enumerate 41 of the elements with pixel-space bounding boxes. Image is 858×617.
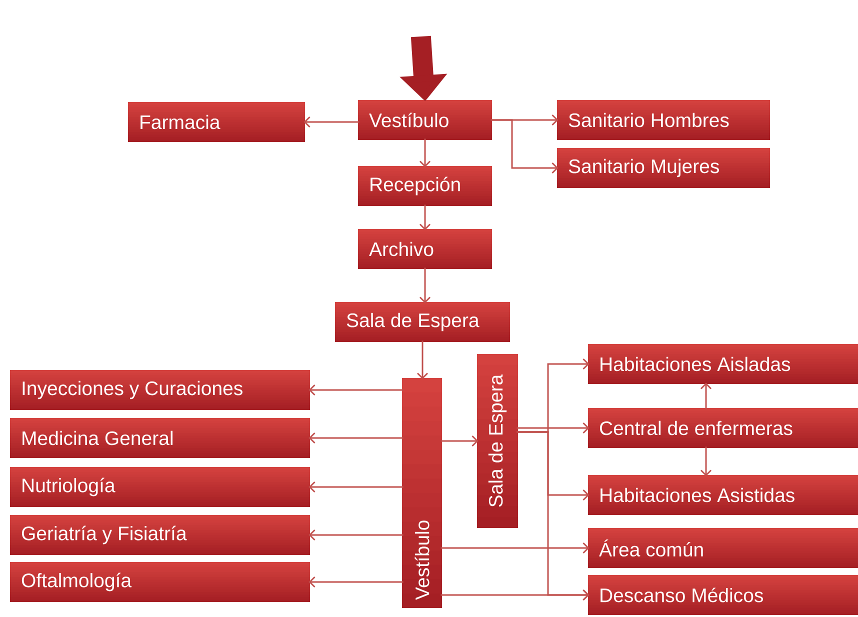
room-box: Sala de Espera xyxy=(477,354,518,528)
room-box: Habitaciones Aisladas xyxy=(588,344,858,384)
node-label: Central de enfermeras xyxy=(600,420,792,436)
room-box: Área común xyxy=(588,528,858,568)
arrow xyxy=(304,116,360,128)
room-box: Descanso Médicos xyxy=(588,575,858,615)
room-box: Vestíbulo xyxy=(402,378,442,608)
arrow xyxy=(419,138,431,168)
arrow xyxy=(416,340,428,380)
room-box: Archivo xyxy=(358,229,492,269)
arrow xyxy=(440,589,590,601)
arrow xyxy=(308,529,404,541)
arrow xyxy=(516,422,590,434)
room-box: Central de enfermeras xyxy=(588,408,858,448)
room-box: Geriatría y Fisiatría xyxy=(10,515,310,555)
node-label: Sanitario Hombres xyxy=(568,112,729,128)
arrow xyxy=(440,435,478,447)
arrow xyxy=(419,204,431,230)
room-box: Farmacia xyxy=(128,102,305,142)
room-box: Inyecciones y Curaciones xyxy=(10,370,310,410)
arrow xyxy=(308,576,404,588)
room-box: Nutriología xyxy=(10,467,310,507)
room-box: Recepción xyxy=(358,166,492,206)
node-label: Sanitario Mujeres xyxy=(568,158,719,178)
room-box: Vestíbulo xyxy=(358,100,492,140)
room-box: Sanitario Mujeres xyxy=(557,148,770,188)
node-label: Sala de Espera xyxy=(488,374,507,507)
arrow xyxy=(700,446,712,476)
arrow xyxy=(700,382,712,410)
room-box: Sanitario Hombres xyxy=(557,100,770,140)
node-label: Área común xyxy=(599,539,703,557)
arrow xyxy=(419,268,431,304)
arrow xyxy=(490,119,558,174)
arrow xyxy=(308,432,404,444)
arrow xyxy=(440,542,590,554)
room-box: Habitaciones Asistidas xyxy=(588,475,858,515)
room-box: Sala de Espera xyxy=(335,302,510,342)
room-box: Oftalmología xyxy=(10,562,310,602)
room-box: Medicina General xyxy=(10,418,310,458)
arrow xyxy=(308,384,404,396)
arrow xyxy=(308,481,404,493)
